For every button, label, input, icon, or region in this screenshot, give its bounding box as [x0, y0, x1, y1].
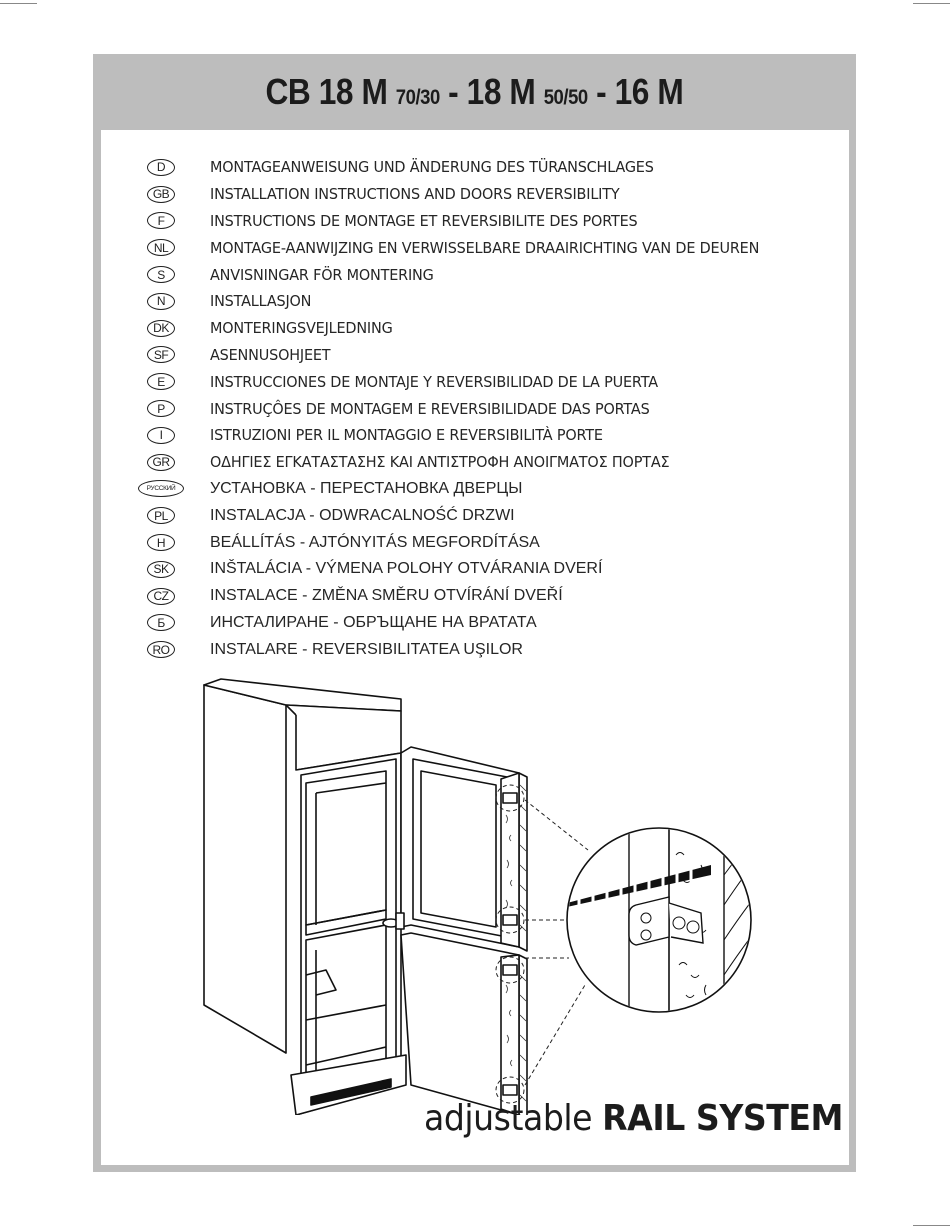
language-code-badge: РУССКИЙ — [138, 480, 184, 498]
language-title: INSTALACJA - ODWRACALNOŚĆ DRZWI — [210, 506, 515, 524]
language-title: INSTRUCTIONS DE MONTAGE ET REVERSIBILITE… — [210, 211, 638, 230]
language-code-badge: D — [147, 158, 175, 176]
title-banner: CB 18 M 70/30 - 18 M 50/50 - 16 M — [93, 54, 856, 130]
caption-adjustable: adjustable — [424, 1098, 593, 1139]
language-title: BEÁLLÍTÁS - AJTÓNYITÁS MEGFORDÍTÁSA — [210, 533, 540, 551]
language-title: MONTAGEANWEISUNG UND ÄNDERUNG DES TÜRANS… — [210, 158, 654, 177]
language-row: E INSTRUCCIONES DE MONTAJE Y REVERSIBILID… — [147, 368, 801, 395]
language-title: INSTRUÇÔES DE MONTAGEM E REVERSIBILIDADE… — [210, 399, 650, 418]
language-title: ASENNUSOHJEET — [210, 345, 331, 364]
language-title: INSTALLATION INSTRUCTIONS AND DOORS REVE… — [210, 185, 620, 204]
language-code-badge: RO — [147, 641, 175, 659]
language-row: D MONTAGEANWEISUNG UND ÄNDERUNG DES TÜRAN… — [147, 154, 801, 181]
language-row: H BEÁLLÍTÁS - AJTÓNYITÁS MEGFORDÍTÁSA — [147, 529, 801, 556]
language-code-badge: SF — [147, 346, 175, 364]
language-code-badge: N — [147, 292, 175, 310]
language-row: PL INSTALACJA - ODWRACALNOŚĆ DRZWI — [147, 502, 801, 529]
language-row: CZ INSTALACE - ZMĚNA SMĚRU OTVÍRÁNÍ DVEŘÍ — [147, 583, 801, 610]
language-title: ИНСТАЛИРАНЕ - ОБРЪЩАНЕ НА ВРАТАТА — [210, 613, 537, 631]
title-separator: - — [587, 71, 615, 112]
language-row: RO INSTALARE - REVERSIBILITATEA UŞILOR — [147, 636, 801, 663]
language-code-badge: GB — [147, 185, 175, 203]
language-title: INSTRUCCIONES DE MONTAJE Y REVERSIBILIDA… — [210, 372, 658, 391]
language-title: INSTALACE - ZMĚNA SMĚRU OTVÍRÁNÍ DVEŘÍ — [210, 587, 563, 605]
language-title: MONTAGE-AANWIJZING EN VERWISSELBARE DRAA… — [210, 238, 760, 257]
language-list: D MONTAGEANWEISUNG UND ÄNDERUNG DES TÜRAN… — [138, 154, 801, 663]
language-title: INŠTALÁCIA - VÝMENA POLOHY OTVÁRANIA DVE… — [210, 560, 603, 578]
page-title: CB 18 M 70/30 - 18 M 50/50 - 16 M — [266, 71, 684, 113]
language-code-badge: Б — [147, 614, 175, 632]
language-row: РУССКИЙ УСТАНОВКА - ПЕРЕСТАНОВКА ДВЕРЦЫ — [138, 476, 801, 503]
model-2: 18 M — [466, 71, 536, 112]
language-row: S ANVISNINGAR FÖR MONTERING — [147, 261, 801, 288]
model-3: 16 M — [614, 71, 684, 112]
language-title: ΟΔΗΓΙΕΣ ΕΓΚΑΤΑΣΤΑΣΗΣ ΚΑΙ ΑΝΤΙΣΤΡΟΦΗ ΑΝΟΙ… — [210, 453, 670, 472]
language-code-badge: NL — [147, 239, 175, 257]
language-row: F INSTRUCTIONS DE MONTAGE ET REVERSIBILIT… — [147, 208, 801, 235]
language-title: ANVISNINGAR FÖR MONTERING — [210, 265, 434, 284]
model-1: CB 18 M — [265, 71, 388, 112]
language-row: I ISTRUZIONI PER IL MONTAGGIO E REVERSIBI… — [147, 422, 801, 449]
cover-frame: CB 18 M 70/30 - 18 M 50/50 - 16 M D MONTA… — [93, 54, 856, 1172]
language-row: GR ΟΔΗΓΙΕΣ ΕΓΚΑΤΑΣΤΑΣΗΣ ΚΑΙ ΑΝΤΙΣΤΡΟΦΗ ΑΝ… — [147, 449, 801, 476]
language-code-badge: I — [147, 426, 175, 444]
crop-mark-bottom-right — [913, 1225, 950, 1226]
language-row: SK INŠTALÁCIA - VÝMENA POLOHY OTVÁRANIA D… — [147, 556, 801, 583]
language-code-badge: DK — [147, 319, 175, 337]
language-code-badge: P — [147, 400, 175, 418]
model-2-variant: 50/50 — [543, 86, 588, 109]
language-code-badge: H — [147, 534, 175, 552]
crop-mark-top-right — [913, 3, 950, 4]
language-row: SF ASENNUSOHJEET — [147, 342, 801, 369]
language-row: NL MONTAGE-AANWIJZING EN VERWISSELBARE DR… — [147, 234, 801, 261]
title-separator: - — [439, 71, 467, 112]
content-area: D MONTAGEANWEISUNG UND ÄNDERUNG DES TÜRAN… — [101, 130, 849, 1165]
language-code-badge: GR — [147, 453, 175, 471]
language-code-badge: S — [147, 266, 175, 284]
language-title: INSTALARE - REVERSIBILITATEA UŞILOR — [210, 640, 523, 658]
language-row: DK MONTERINGSVEJLEDNING — [147, 315, 801, 342]
language-title: ISTRUZIONI PER IL MONTAGGIO E REVERSIBIL… — [210, 426, 603, 445]
rail-system-caption: adjustable RAIL SYSTEM — [424, 1098, 844, 1139]
language-row: P INSTRUÇÔES DE MONTAGEM E REVERSIBILIDAD… — [147, 395, 801, 422]
language-code-badge: E — [147, 373, 175, 391]
language-title: MONTERINGSVEJLEDNING — [210, 319, 393, 338]
language-code-badge: F — [147, 212, 175, 230]
language-code-badge: CZ — [147, 587, 175, 605]
language-row: GB INSTALLATION INSTRUCTIONS AND DOORS RE… — [147, 181, 801, 208]
caption-rail-system: RAIL SYSTEM — [602, 1098, 844, 1139]
language-row: N INSTALLASJON — [147, 288, 801, 315]
language-title: INSTALLASJON — [210, 292, 312, 311]
language-title: УСТАНОВКА - ПЕРЕСТАНОВКА ДВЕРЦЫ — [210, 479, 523, 497]
language-code-badge: SK — [147, 560, 175, 578]
language-code-badge: PL — [147, 507, 175, 525]
language-row: Б ИНСТАЛИРАНЕ - ОБРЪЩАНЕ НА ВРАТАТА — [147, 610, 801, 637]
crop-mark-top-left — [0, 3, 37, 4]
fridge-illustration — [203, 678, 752, 1115]
model-1-variant: 70/30 — [395, 86, 440, 109]
